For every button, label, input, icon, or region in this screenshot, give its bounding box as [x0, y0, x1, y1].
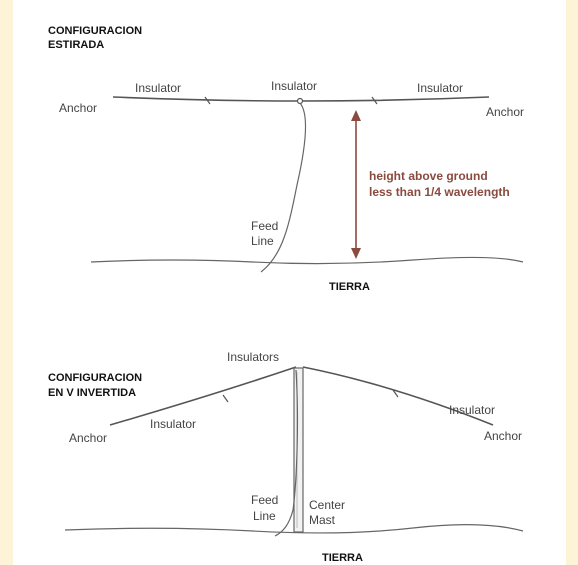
flat-insulator-left-mark	[204, 96, 211, 105]
invv-feed-line	[274, 369, 299, 537]
center-mast	[293, 367, 304, 533]
height-note-line2: less than 1/4 wavelength	[369, 185, 510, 199]
flat-insulator-center-mark	[296, 97, 304, 105]
invv-left-wire	[109, 366, 297, 426]
invv-feed-line-label-1: Feed	[251, 493, 278, 507]
height-note-line1: height above ground	[369, 169, 488, 183]
invv-insulator-right-mark	[392, 389, 399, 398]
invv-feed-line-label-2: Line	[253, 509, 276, 523]
flat-insulator-left-label: Insulator	[135, 81, 181, 95]
flat-ground-line	[90, 256, 524, 265]
invv-insulator-left-label: Insulator	[150, 417, 196, 431]
invv-anchor-left-label: Anchor	[69, 431, 107, 445]
invv-insulator-right-label: Insulator	[449, 403, 495, 417]
height-arrow-head-down	[351, 248, 361, 259]
flat-feed-line-label-2: Line	[251, 234, 274, 248]
flat-anchor-right-label: Anchor	[486, 105, 524, 119]
antenna-diagram: CONFIGURACION ESTIRADA Anchor Anchor Ins…	[13, 0, 566, 565]
invv-insulator-left-mark	[222, 394, 229, 403]
flat-title-line2: ESTIRADA	[48, 39, 104, 51]
invv-right-wire	[302, 366, 494, 426]
flat-title-line1: CONFIGURACION	[48, 25, 142, 37]
center-mast-label-1: Center	[309, 498, 345, 512]
flat-insulator-center-label: Insulator	[271, 79, 317, 93]
invv-title-line1: CONFIGURACION	[48, 372, 142, 384]
flat-insulator-right-mark	[371, 96, 378, 105]
invv-insulators-top-label: Insulators	[227, 350, 279, 364]
height-arrow-head-up	[351, 110, 361, 121]
diagram-canvas: CONFIGURACION ESTIRADA Anchor Anchor Ins…	[48, 25, 524, 564]
flat-insulator-right-label: Insulator	[417, 81, 463, 95]
invv-ground-line	[64, 524, 524, 534]
invv-title-line2: EN V INVERTIDA	[48, 387, 136, 399]
flat-feed-line	[260, 102, 307, 273]
flat-feed-line-label-1: Feed	[251, 219, 278, 233]
center-mast-label-2: Mast	[309, 513, 336, 527]
flat-anchor-left-label: Anchor	[59, 101, 97, 115]
invv-ground-label: TIERRA	[322, 552, 363, 564]
flat-ground-label: TIERRA	[329, 281, 370, 293]
invv-anchor-right-label: Anchor	[484, 429, 522, 443]
